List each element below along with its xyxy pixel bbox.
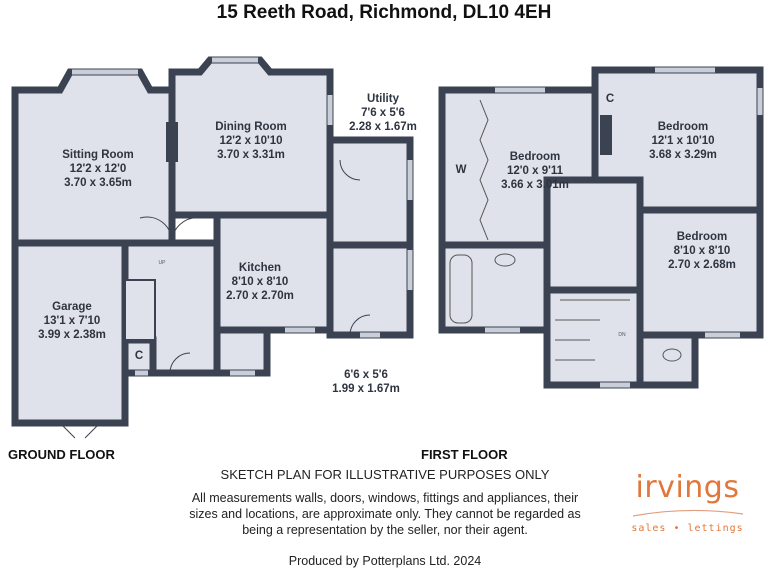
- irvings-logo: irvings sales • lettings: [625, 470, 750, 534]
- room-label-garage: Garage 13'1 x 7'10 3.99 x 2.38m: [38, 300, 106, 342]
- room-name: Bedroom: [676, 231, 728, 243]
- first-details: [449, 99, 682, 362]
- room-size-metric: 2.70 x 2.68m: [668, 259, 736, 271]
- stairs-up-label: UP: [158, 260, 166, 266]
- room-label-bedroom-3: Bedroom 8'10 x 8'10 2.70 x 2.68m: [668, 230, 736, 272]
- room-size-metric: 2.28 x 1.67m: [349, 121, 417, 133]
- room-size-imperial: 12'2 x 10'10: [219, 135, 283, 147]
- disclaimer-text: All measurements walls, doors, windows, …: [170, 490, 600, 538]
- bathroom-area: [438, 241, 551, 334]
- room-label-bedroom-1: Bedroom 12'0 x 9'11 3.66 x 3.01m: [501, 150, 569, 192]
- disclaimer-line: All measurements walls, doors, windows, …: [191, 491, 579, 505]
- first-chimney: [600, 115, 612, 155]
- ground-floor-label: GROUND FLOOR: [8, 447, 115, 462]
- utility-area: [326, 136, 414, 249]
- cupboard-label: C: [134, 350, 144, 362]
- logo-wordmark: irvings: [635, 470, 740, 505]
- room-size-metric: 1.99 x 1.67m: [332, 383, 400, 395]
- stairs-area: [124, 279, 156, 341]
- room-size-imperial: 13'1 x 7'10: [43, 315, 101, 327]
- room-size-imperial: 12'2 x 12'0: [69, 163, 127, 175]
- room-label-utility: Utility 7'6 x 5'6 2.28 x 1.67m: [349, 92, 417, 134]
- stairs-area-ff: [543, 286, 644, 389]
- stairs-down-label: DN: [618, 332, 626, 338]
- logo-swoosh: [632, 509, 743, 517]
- disclaimer-line: sizes and locations, are approximate onl…: [189, 507, 581, 521]
- room-size-imperial: 12'0 x 9'11: [507, 165, 563, 177]
- rear-lobby-area: [326, 241, 414, 339]
- disclaimer-heading: SKETCH PLAN FOR ILLUSTRATIVE PURPOSES ON…: [220, 467, 550, 482]
- room-size-imperial: 6'6 x 5'6: [344, 369, 388, 381]
- wc-area: [213, 326, 271, 377]
- room-name: Kitchen: [238, 262, 282, 274]
- room-name: Bedroom: [509, 151, 561, 163]
- cupboard-label-ff: C: [605, 93, 615, 105]
- ground-floor-plan: [11, 56, 414, 427]
- room-label-rear-lobby: 6'6 x 5'6 1.99 x 1.67m: [332, 368, 400, 396]
- first-windows: [485, 67, 763, 388]
- room-label-sitting-room: Sitting Room 12'2 x 12'0 3.70 x 3.65m: [62, 148, 134, 190]
- room-name: Bedroom: [657, 121, 709, 133]
- room-size-imperial: 8'10 x 8'10: [231, 276, 289, 288]
- ground-doors: [59, 159, 371, 439]
- logo-tagline: sales • lettings: [631, 523, 744, 534]
- room-name: Sitting Room: [62, 149, 134, 161]
- producer-credit: Produced by Potterplans Ltd. 2024: [288, 554, 482, 568]
- room-label-kitchen: Kitchen 8'10 x 8'10 2.70 x 2.70m: [226, 261, 294, 303]
- ground-chimney: [166, 122, 178, 162]
- room-size-metric: 3.70 x 3.31m: [217, 149, 285, 161]
- room-label-dining-room: Dining Room 12'2 x 10'10 3.70 x 3.31m: [215, 120, 287, 162]
- landing-area: [543, 176, 644, 294]
- room-size-imperial: 8'10 x 8'10: [673, 245, 731, 257]
- room-size-metric: 3.70 x 3.65m: [64, 177, 132, 189]
- room-label-bedroom-2: Bedroom 12'1 x 10'10 3.68 x 3.29m: [649, 120, 717, 162]
- room-size-metric: 3.68 x 3.29m: [649, 149, 717, 161]
- ground-windows: [72, 57, 413, 376]
- wardrobe-label: W: [455, 164, 467, 176]
- disclaimer-line: being a representation by the seller, no…: [242, 523, 528, 537]
- first-floor-label: FIRST FLOOR: [421, 447, 508, 462]
- room-name: Dining Room: [215, 121, 287, 133]
- room-name: Garage: [52, 301, 92, 313]
- page-title: 15 Reeth Road, Richmond, DL10 4EH: [216, 2, 552, 23]
- wc-area-ff: [636, 331, 699, 389]
- room-size-imperial: 12'1 x 10'10: [651, 135, 715, 147]
- first-floor-plan: [438, 66, 764, 389]
- bedroom-3-area: [636, 206, 764, 339]
- room-size-imperial: 7'6 x 5'6: [361, 107, 405, 119]
- room-size-metric: 2.70 x 2.70m: [226, 290, 294, 302]
- room-size-metric: 3.66 x 3.01m: [501, 179, 569, 191]
- kitchen-area: [213, 211, 334, 334]
- room-name: Utility: [367, 93, 399, 105]
- room-size-metric: 3.99 x 2.38m: [38, 329, 106, 341]
